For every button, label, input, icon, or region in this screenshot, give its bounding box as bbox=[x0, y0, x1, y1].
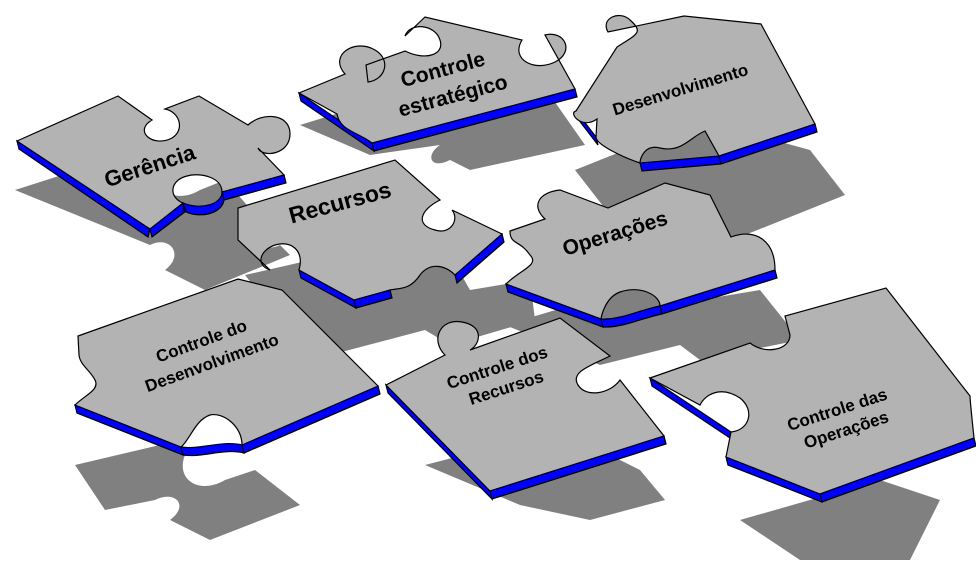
piece-controle-dos-recursos: Controle dos Recursos bbox=[384, 317, 667, 501]
shadow-controle-das-operacoes bbox=[740, 480, 940, 560]
piece-desenvolvimento-face bbox=[573, 15, 816, 164]
piece-controle-estrategico-face bbox=[297, 16, 576, 144]
piece-operacoes-face bbox=[504, 182, 776, 320]
piece-controle-do-desenvolvimento: Controle do Desenvolvimento bbox=[73, 278, 381, 457]
piece-operacoes: Operações bbox=[504, 182, 778, 328]
piece-recursos: Recursos bbox=[237, 159, 505, 310]
piece-gerencia: Gerência bbox=[15, 95, 291, 239]
piece-controle-estrategico: Controle estratégico bbox=[297, 16, 578, 153]
piece-gerencia-edge bbox=[16, 139, 287, 239]
piece-controle-das-operacoes: Controle das Operações bbox=[648, 287, 976, 503]
piece-recursos-face bbox=[237, 159, 504, 301]
piece-controle-dos-recursos-face bbox=[384, 317, 666, 492]
shadow-controle-do-desenvolvimento bbox=[75, 445, 300, 540]
piece-desenvolvimento: Desenvolvimento bbox=[573, 15, 818, 172]
piece-gerencia-face bbox=[15, 95, 291, 230]
piece-controle-do-desenvolvimento-face bbox=[73, 278, 380, 448]
piece-controle-das-operacoes-face bbox=[648, 287, 975, 495]
